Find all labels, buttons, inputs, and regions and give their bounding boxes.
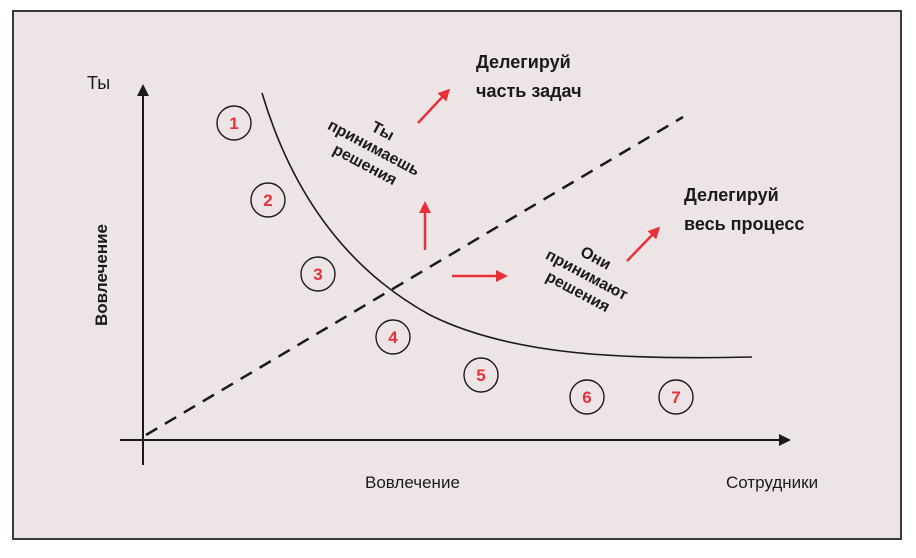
y-axis-side-label: Вовлечение — [92, 224, 111, 326]
x-axis-center-label: Вовлечение — [365, 473, 460, 492]
step-number: 3 — [313, 265, 322, 284]
region-label-you-decide: Ты принимаешь решения — [325, 117, 423, 189]
step-number: 5 — [476, 366, 485, 385]
decision-curve — [261, 92, 753, 359]
dashed-diagonal-line — [145, 115, 684, 437]
callout-delegate-process-line1: Делегируй — [684, 185, 779, 205]
step-number: 4 — [388, 328, 398, 347]
callout-delegate-part-line2: часть задач — [476, 81, 582, 101]
x-axis-right-label: Сотрудники — [726, 473, 818, 492]
step-number: 2 — [263, 191, 272, 210]
step-circle-2: 2 — [250, 182, 286, 218]
step-circle-1: 1 — [216, 105, 252, 141]
step-circle-7: 7 — [658, 379, 694, 415]
step-circle-5: 5 — [463, 357, 499, 393]
step-circle-6: 6 — [569, 379, 605, 415]
step-number: 6 — [582, 388, 591, 407]
step-circle-3: 3 — [300, 256, 336, 292]
callout-delegate-part-line1: Делегируй — [476, 52, 571, 72]
step-number: 1 — [229, 114, 238, 133]
arrow-to-delegate-part — [417, 88, 451, 124]
arrow-to-delegate-process — [626, 226, 661, 262]
region-label-they-decide: Они принимают решения — [543, 244, 631, 316]
step-number: 7 — [671, 388, 680, 407]
callout-delegate-process-line2: весь процесс — [684, 214, 804, 234]
step-circle-4: 4 — [375, 319, 411, 355]
y-axis-top-label: Ты — [87, 73, 110, 93]
